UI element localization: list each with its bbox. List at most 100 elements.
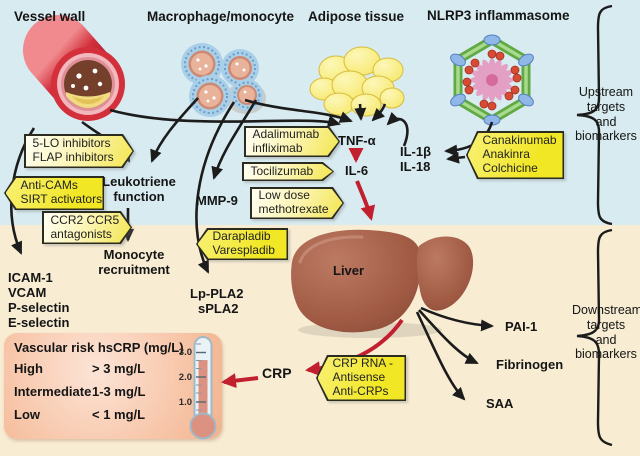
nlrp3-red-units bbox=[462, 49, 522, 111]
drug-box-anticams-sirt: Anti-CAMs SIRT activators bbox=[4, 176, 104, 210]
red-arrows bbox=[221, 148, 404, 389]
arrow-crp-to-thermometer bbox=[221, 373, 259, 389]
label-il6: IL-6 bbox=[345, 163, 369, 178]
braces bbox=[576, 4, 613, 447]
drug-ccr2-ccr5: CCR2 CCR5 bbox=[50, 212, 120, 227]
risk-row-low-label: Low bbox=[14, 407, 40, 422]
downstream-line1: Downstream bbox=[572, 303, 640, 317]
arrow-liver-to-pai1 bbox=[420, 306, 494, 332]
downstream-line2: targets bbox=[586, 317, 626, 332]
drug-methotrexate: methotrexate bbox=[258, 202, 329, 216]
thermometer-illustration bbox=[189, 336, 217, 440]
drug-anticams: Anti-CAMs bbox=[20, 178, 78, 193]
arrow-macrophage-to-lppla2 bbox=[195, 101, 236, 274]
arrow-macrophage-to-tnf bbox=[244, 98, 353, 123]
downstream-line3: and bbox=[595, 332, 617, 347]
upstream-line3: and bbox=[595, 114, 617, 129]
arrow-adipose-to-tnf bbox=[354, 103, 367, 121]
drug-5lo: 5-LO inhibitors bbox=[32, 136, 111, 151]
label-pselectin: P-selectin bbox=[8, 300, 70, 315]
risk-row-high-value: > 3 mg/L bbox=[92, 361, 146, 376]
label-fibrinogen: Fibrinogen bbox=[496, 357, 564, 372]
risk-row-high-label: High bbox=[14, 361, 43, 376]
label-mmp9: MMP-9 bbox=[196, 193, 238, 208]
drug-adalimumab: Adalimumab bbox=[252, 126, 320, 141]
label-il18: IL-18 bbox=[400, 159, 431, 174]
arrow-liver-to-saa bbox=[415, 311, 466, 401]
upstream-line2: targets bbox=[586, 99, 626, 114]
risk-row-intermediate-label: Intermediate bbox=[14, 384, 92, 399]
drug-box-5lo-flap: 5-LO inhibitors FLAP inhibitors bbox=[24, 134, 134, 168]
drug-box-methotrexate: Low dose methotrexate bbox=[250, 187, 344, 219]
upstream-brace bbox=[576, 4, 613, 226]
nlrp3-illustration bbox=[450, 34, 534, 126]
drug-darapladib: Darapladib bbox=[212, 229, 271, 244]
drug-lowdose: Low dose bbox=[258, 188, 310, 203]
thermometer-tick-2: 2.0 bbox=[178, 371, 192, 383]
vascular-risk-panel bbox=[4, 333, 222, 439]
drug-anti-crps: Anti-CRPs bbox=[332, 383, 389, 398]
drug-anakinra: Anakinra bbox=[482, 147, 530, 162]
arrow-il6-to-liver bbox=[355, 180, 376, 221]
risk-row-low-value: < 1 mg/L bbox=[92, 407, 146, 422]
drug-box-canakinumab: Canakinumab Anakinra Colchicine bbox=[466, 131, 564, 179]
macrophage-illustration bbox=[181, 43, 266, 117]
arrow-adipose2-to-tnf bbox=[371, 103, 387, 122]
label-lp-pla2: Lp-PLA2 bbox=[190, 286, 244, 301]
label-vcam: VCAM bbox=[8, 285, 47, 300]
header-vessel-wall: Vessel wall bbox=[14, 9, 86, 24]
label-spla2: sPLA2 bbox=[198, 301, 239, 316]
label-liver: Liver bbox=[333, 263, 365, 278]
thermometer-tick-3: 3.0 bbox=[178, 347, 192, 358]
drug-flap: FLAP inhibitors bbox=[32, 150, 114, 164]
downstream-label: Downstream targets and biomarkers bbox=[572, 303, 640, 362]
leukotriene-line1: Leukotriene bbox=[102, 174, 176, 189]
drug-box-crp-rna: CRP RNA - Antisense Anti-CRPs bbox=[316, 355, 406, 401]
label-icam1: ICAM-1 bbox=[8, 270, 53, 285]
drug-antagonists: antagonists bbox=[50, 226, 112, 241]
thermometer-tick-1: 1.0 bbox=[178, 396, 192, 408]
drug-varespladib: Varespladib bbox=[212, 243, 275, 257]
drug-box-darapladib: Darapladib Varespladib bbox=[196, 228, 288, 260]
drug-colchicine: Colchicine bbox=[482, 160, 538, 175]
arrow-macrophage-to-leukotriene bbox=[150, 97, 199, 163]
drug-box-ccr: CCR2 CCR5 antagonists bbox=[42, 211, 132, 244]
monocyte-line1: Monocyte bbox=[103, 247, 165, 262]
drug-crp-rna: CRP RNA - bbox=[332, 356, 393, 371]
downstream-line4: biomarkers bbox=[575, 347, 637, 362]
monocyte-line2: recruitment bbox=[98, 261, 170, 277]
label-il1b: IL-1β bbox=[400, 144, 432, 159]
upstream-label: Upstream targets and biomarkers bbox=[574, 85, 638, 144]
upstream-line1: Upstream bbox=[578, 85, 634, 99]
drug-antisense: Antisense bbox=[332, 370, 386, 385]
header-nlrp3: NLRP3 inflammasome bbox=[427, 8, 570, 23]
downstream-brace bbox=[576, 228, 613, 447]
liver-illustration bbox=[291, 229, 474, 338]
label-monocyte-recruitment: Monocyte recruitment bbox=[84, 247, 184, 277]
leukotriene-line2: function bbox=[113, 188, 165, 204]
risk-row-intermediate-value: 1-3 mg/L bbox=[92, 384, 146, 399]
header-adipose: Adipose tissue bbox=[308, 9, 405, 24]
label-pai1: PAI-1 bbox=[505, 319, 538, 334]
nlrp3-blue-units bbox=[450, 34, 534, 126]
label-eselectin: E-selectin bbox=[8, 315, 70, 330]
vessel-wall-illustration bbox=[23, 15, 125, 121]
drug-sirt: SIRT activators bbox=[20, 192, 103, 206]
drug-tocilizumab: Tocilizumab bbox=[250, 163, 314, 178]
upstream-line4: biomarkers bbox=[575, 129, 637, 144]
label-saa: SAA bbox=[486, 396, 514, 411]
risk-title: Vascular risk hsCRP (mg/L) bbox=[14, 340, 184, 355]
label-crp: CRP bbox=[262, 365, 292, 381]
arrow-liver-to-fibrinogen bbox=[418, 309, 479, 365]
drug-box-tocilizumab: Tocilizumab bbox=[242, 162, 334, 181]
drug-box-adalimumab: Adalimumab infliximab bbox=[244, 126, 340, 157]
drug-canakinumab: Canakinumab bbox=[482, 133, 557, 148]
arrow-vessel-to-tnf bbox=[109, 108, 341, 127]
label-tnf-alpha: TNF-α bbox=[338, 133, 376, 148]
arrow-il1-feedback-to-tnf bbox=[386, 111, 409, 147]
arrow-canakinumab-to-il18 bbox=[446, 151, 466, 164]
label-leukotriene-function: Leukotriene function bbox=[96, 174, 182, 204]
arrow-macrophage-to-mmp9 bbox=[211, 99, 258, 180]
